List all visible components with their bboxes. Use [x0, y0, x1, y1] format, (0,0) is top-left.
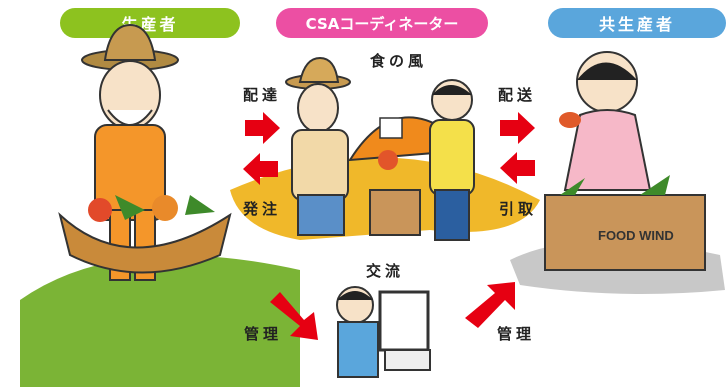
producer-header: 生産者	[60, 8, 240, 38]
arrow-manage-left	[270, 292, 318, 340]
coproducer-figure	[559, 51, 652, 191]
box-label: FOOD WIND	[598, 228, 674, 243]
label-shop-name: 食の風	[370, 52, 428, 70]
vegetable-basket	[58, 211, 232, 274]
arrow-deliver-out	[500, 112, 535, 144]
label-order: 発注	[243, 200, 282, 218]
grass-hill	[20, 255, 300, 387]
grocery-bag	[369, 189, 421, 236]
arrow-order	[243, 153, 278, 185]
label-exchange: 交流	[366, 262, 405, 280]
label-manage-right: 管理	[497, 325, 536, 343]
label-deliver-out: 配送	[498, 86, 537, 104]
arrow-deliver-in	[245, 112, 280, 144]
coordinator-header: CSAコーディネーター	[276, 8, 488, 38]
label-pickup: 引取	[499, 200, 538, 218]
arrows	[243, 112, 535, 340]
food-wind-box	[544, 194, 706, 271]
arrow-manage-right	[465, 282, 515, 328]
coordinator-figure	[285, 56, 351, 236]
coproducer-header: 共生産者	[548, 8, 726, 38]
tent-door	[379, 117, 403, 139]
computer-user-figure	[336, 286, 431, 378]
staff-figure	[429, 79, 475, 241]
arrow-pickup	[500, 152, 535, 184]
label-manage-left: 管理	[244, 325, 283, 343]
label-deliver-in: 配達	[243, 86, 282, 104]
